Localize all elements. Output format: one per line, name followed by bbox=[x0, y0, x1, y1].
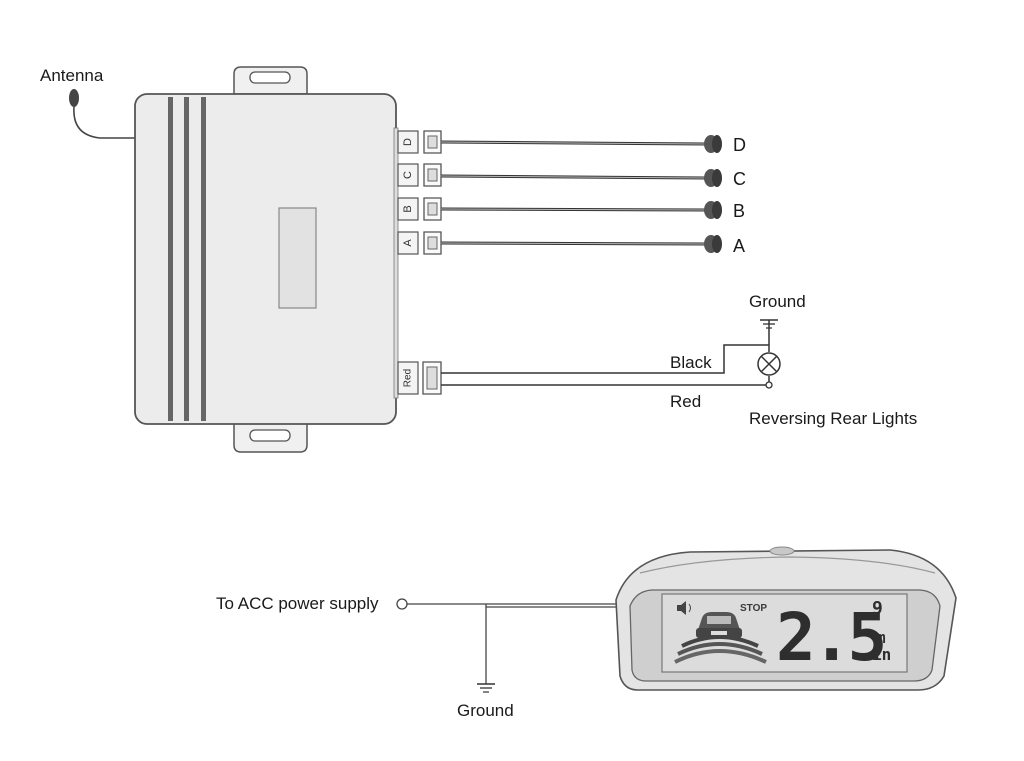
black-wire bbox=[441, 344, 769, 374]
car-icon bbox=[696, 612, 742, 638]
sensor-a-face bbox=[712, 235, 722, 253]
sensor-port-d: D D bbox=[397, 130, 746, 155]
connector-strip bbox=[393, 127, 399, 399]
module-body bbox=[134, 93, 397, 425]
port-box-b bbox=[397, 197, 419, 221]
module-ridge bbox=[184, 97, 189, 421]
housing-button bbox=[769, 546, 795, 556]
wire-a-sheen bbox=[440, 242, 707, 245]
sensor-label-c: C bbox=[733, 169, 746, 189]
sensor-port-a: A A bbox=[397, 231, 745, 256]
unit-in: in bbox=[872, 645, 891, 664]
sensor-port-b: B B bbox=[397, 197, 745, 221]
reversing-light-circuit: Black Red Ground Reversing Rear Lights bbox=[441, 292, 917, 428]
module-ridge bbox=[168, 97, 173, 421]
plug-pin-a bbox=[427, 236, 438, 250]
acc-terminal-icon bbox=[396, 598, 408, 610]
wire-c-sheen bbox=[440, 175, 707, 179]
reversing-lights-label: Reversing Rear Lights bbox=[749, 409, 917, 428]
bottom-mount-hole bbox=[249, 429, 291, 442]
module-label-recess bbox=[278, 207, 317, 309]
sensor-label-d: D bbox=[733, 135, 746, 155]
sensor-port-c: C C bbox=[397, 163, 746, 189]
ground-bottom-label: Ground bbox=[457, 701, 514, 720]
plug-pin-red bbox=[426, 366, 438, 390]
plug-pin-b bbox=[427, 202, 438, 216]
sensor-c-face bbox=[712, 169, 722, 187]
plug-pin-c bbox=[427, 168, 438, 182]
display-unit: STOP 2.5 9 m in bbox=[615, 546, 957, 691]
plug-pin-d bbox=[427, 135, 438, 149]
unit-superscript: 9 bbox=[872, 598, 883, 619]
port-label-b: B bbox=[402, 205, 414, 212]
sensor-b-face bbox=[712, 201, 722, 219]
antenna-label: Antenna bbox=[40, 66, 104, 85]
stop-indicator: STOP bbox=[740, 603, 767, 614]
ground-top-icon bbox=[760, 319, 778, 329]
port-box-a bbox=[397, 231, 419, 255]
top-mount-hole bbox=[249, 71, 291, 84]
acc-power-label: To ACC power supply bbox=[216, 594, 379, 613]
antenna: Antenna bbox=[40, 66, 137, 139]
port-label-c: C bbox=[402, 171, 414, 179]
housing-ridge bbox=[639, 556, 936, 574]
display-power-wiring: To ACC power supply Ground bbox=[216, 594, 618, 720]
speaker-icon bbox=[677, 601, 691, 615]
ground-bottom-icon bbox=[477, 683, 495, 693]
wire-d-sheen bbox=[440, 141, 707, 145]
control-module bbox=[134, 66, 399, 453]
black-wire-label: Black bbox=[670, 353, 712, 372]
terminal-icon bbox=[765, 381, 773, 389]
sensor-label-a: A bbox=[733, 236, 745, 256]
unit-m: m bbox=[876, 628, 886, 647]
sensor-label-b: B bbox=[733, 201, 745, 221]
module-ridge bbox=[201, 97, 206, 421]
port-box-red bbox=[397, 361, 419, 395]
port-label-a: A bbox=[402, 239, 414, 247]
sensor-d-face bbox=[712, 135, 722, 153]
range-arcs-icon bbox=[674, 635, 767, 664]
lamp-cross-2 bbox=[760, 355, 778, 373]
port-box-c bbox=[397, 163, 419, 187]
antenna-bulb-icon bbox=[69, 89, 79, 107]
port-label-d: D bbox=[402, 138, 414, 146]
ground-top-label: Ground bbox=[749, 292, 806, 311]
red-wire-label: Red bbox=[670, 392, 701, 411]
port-box-d bbox=[397, 130, 419, 154]
antenna-cable bbox=[73, 106, 137, 139]
port-label-red: Red bbox=[403, 369, 414, 387]
distance-reading: 2.5 bbox=[776, 599, 883, 676]
red-power-port: Red bbox=[397, 361, 442, 395]
wire-b-sheen bbox=[440, 208, 707, 211]
